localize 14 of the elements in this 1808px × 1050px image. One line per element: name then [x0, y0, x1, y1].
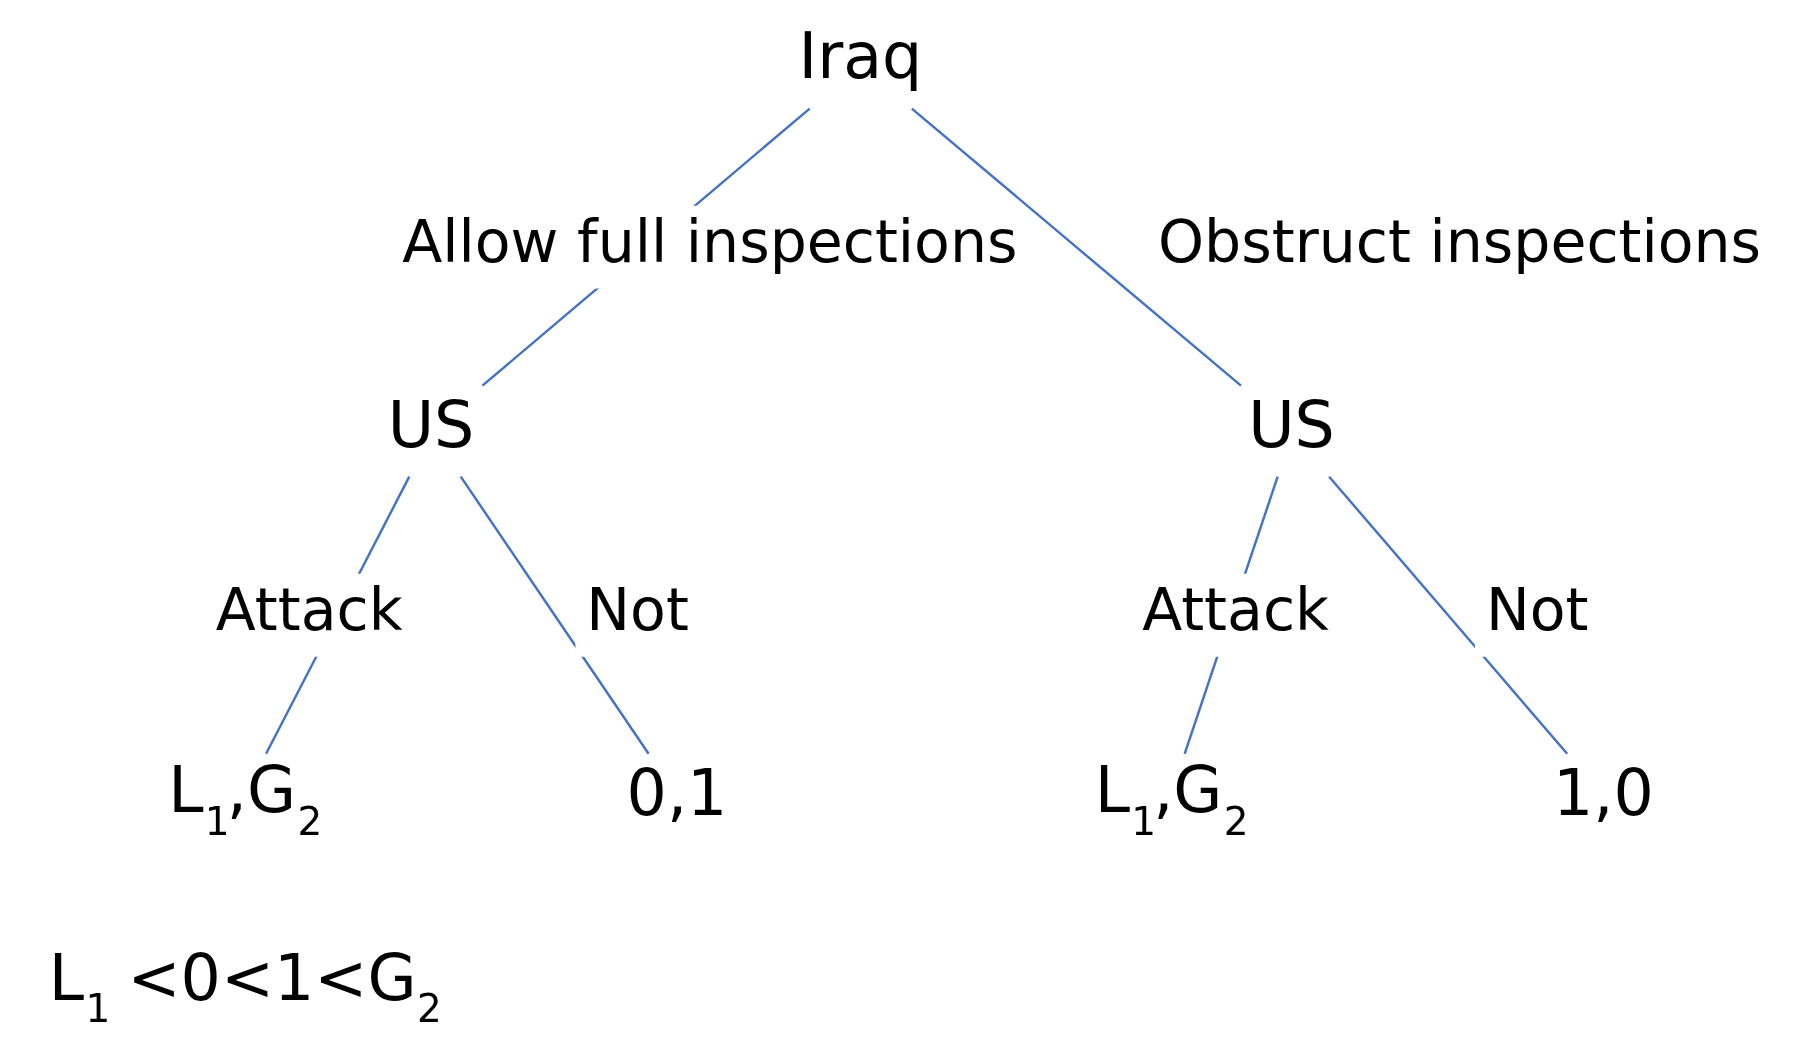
- edge-label: Obstruct inspections: [1157, 208, 1761, 277]
- node-text: 1,0: [1552, 755, 1654, 830]
- edge-label: Not: [1485, 576, 1588, 645]
- edge-label: Not: [585, 576, 689, 645]
- node-text: US: [387, 387, 474, 462]
- node-text: Iraq: [797, 19, 922, 94]
- node-text: US: [1247, 387, 1335, 462]
- edge-label: Allow full inspections: [401, 208, 1017, 277]
- node-text: L$_{1}$,G$_{2}$: [1094, 753, 1249, 844]
- edge-label: Attack: [1141, 576, 1329, 645]
- edge-label: Attack: [215, 576, 403, 645]
- label: L$_{1}$ <0<1<G$_{2}$: [48, 940, 442, 1032]
- node-text: L$_{1}$,G$_{2}$: [167, 753, 322, 844]
- node-text: 0,1: [626, 755, 727, 830]
